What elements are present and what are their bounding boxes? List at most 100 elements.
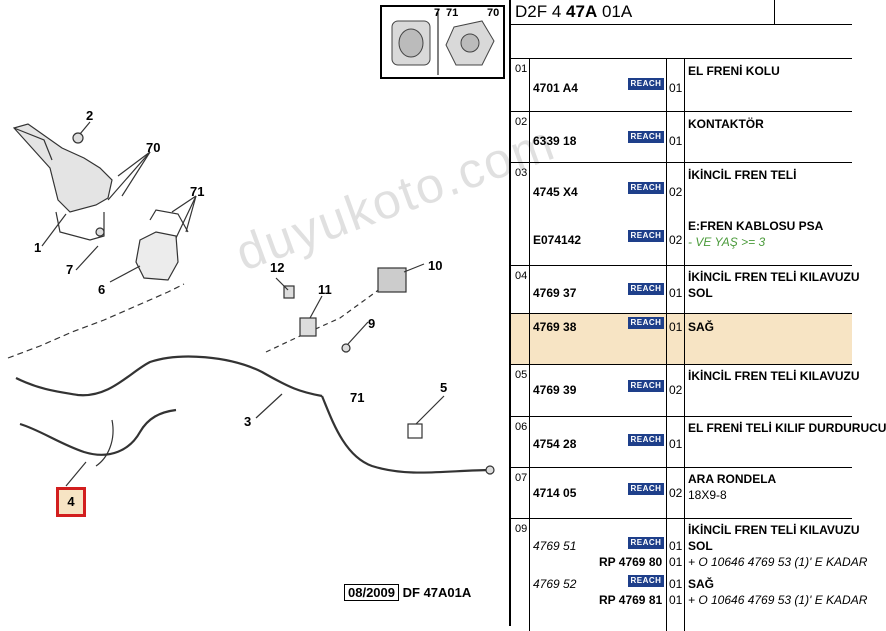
part-description: E:FREN KABLOSU PSA [688,219,824,233]
part-description: SAĞ [688,320,715,334]
reach-badge: REACH [628,537,664,549]
parts-row[interactable]: 06 4754 28 REACH 01 EL FRENİ TELİ KILIF DURD… [511,417,886,468]
column-divider [684,417,685,467]
column-divider [684,468,685,518]
column-divider [666,314,667,364]
callout-12[interactable]: 12 [270,260,285,275]
column-divider [666,468,667,518]
column-divider [666,365,667,416]
part-5-shape [407,423,423,439]
diagram-code: D2F 4 47A 01A [515,2,632,22]
reach-badge: REACH [628,434,664,446]
part-10-shape [377,267,407,293]
part-number: 4769 38 [533,320,577,334]
part-number: 4701 A4 [533,81,578,95]
small-parts-drawing [391,9,495,75]
footer-date: 08/2009 [344,584,399,601]
part-description-2: SOL [688,539,713,553]
callout-5[interactable]: 5 [440,380,448,395]
reach-badge: REACH [628,182,664,194]
handbrake-lever-shape [12,123,113,213]
part-description: EL FRENİ KOLU [688,64,780,78]
part-11-shape [299,317,317,337]
reach-badge: REACH [628,317,664,329]
diagram-footer: 08/2009 DF 47A01A [344,584,472,601]
part-description: SAĞ [688,577,715,591]
quantity: 01 [669,437,683,451]
reach-badge: REACH [628,483,664,495]
small-parts-inset: 7 71 70 [380,5,505,79]
part-12-shape [283,285,295,299]
part-description: KONTAKTÖR [688,117,764,131]
column-divider [666,519,667,631]
callout-71-bottom[interactable]: 71 [350,390,365,405]
callout-1[interactable]: 1 [34,240,42,255]
replacement-note: + O 10646 4769 53 (1)' E KADAR [688,593,868,607]
row-number: 03 [515,167,528,179]
part-number: E074142 [533,233,582,247]
row-number: 05 [515,369,528,381]
column-divider [529,163,530,265]
reach-badge: REACH [628,380,664,392]
inset-label-7: 7 [434,7,441,19]
column-divider [666,266,667,313]
part-number: 4754 28 [533,437,577,451]
reach-badge: REACH [628,575,664,587]
header-divider [774,0,775,24]
quantity: 01 [669,593,683,607]
callout-2[interactable]: 2 [86,108,94,123]
part-note: - VE YAŞ >= 3 [688,235,766,249]
part-description: EL FRENİ TELİ KILIF DURDURUCU [688,421,886,435]
part-number: 4769 51 [533,539,577,553]
bracket-shape [135,231,179,281]
part-description-2: SOL [688,286,713,300]
column-divider [529,365,530,416]
column-divider [529,519,530,631]
callout-70[interactable]: 70 [146,140,161,155]
exploded-diagram: 7 71 70 1 2 3 5 6 7 9 10 11 12 70 71 71 … [7,5,505,601]
code-prefix: D2F 4 [515,2,562,21]
reach-badge: REACH [628,283,664,295]
column-divider [684,266,685,313]
column-divider [529,314,530,364]
part-description: İKİNCİL FREN TELİ KILAVUZU [688,270,860,284]
callout-9[interactable]: 9 [368,316,376,331]
part-description: İKİNCİL FREN TELİ KILAVUZU [688,369,860,383]
callout-6[interactable]: 6 [98,282,106,297]
column-divider [666,112,667,162]
row-number: 04 [515,270,528,282]
quantity: 01 [669,134,683,148]
column-divider [529,417,530,467]
footer-ref: DF 47A01A [402,585,472,600]
quantity: 01 [669,320,683,334]
part-description: ARA RONDELA [688,472,777,486]
callout-7[interactable]: 7 [66,262,74,277]
code-suffix: 01A [601,2,633,21]
reach-badge: REACH [628,131,664,143]
column-divider [684,519,685,631]
row-number: 06 [515,421,528,433]
callout-11[interactable]: 11 [318,282,332,297]
callout-3[interactable]: 3 [244,414,252,429]
column-divider [529,266,530,313]
part-number: 4714 05 [533,486,577,500]
parts-row[interactable]: 4769 38 REACH 01 SAĞ [511,314,852,365]
part-number: 4769 52 [533,577,577,591]
callout-10[interactable]: 10 [428,258,443,273]
code-bold: 47A [566,2,598,21]
callout-71-top[interactable]: 71 [190,184,205,199]
reach-badge: REACH [628,230,664,242]
part-number: 4769 37 [533,286,577,300]
quantity: 02 [669,233,683,247]
part-number: 4745 X4 [533,185,578,199]
callout-4-selected[interactable]: 4 [56,487,86,517]
replacement-number: RP 4769 80 [599,555,663,569]
